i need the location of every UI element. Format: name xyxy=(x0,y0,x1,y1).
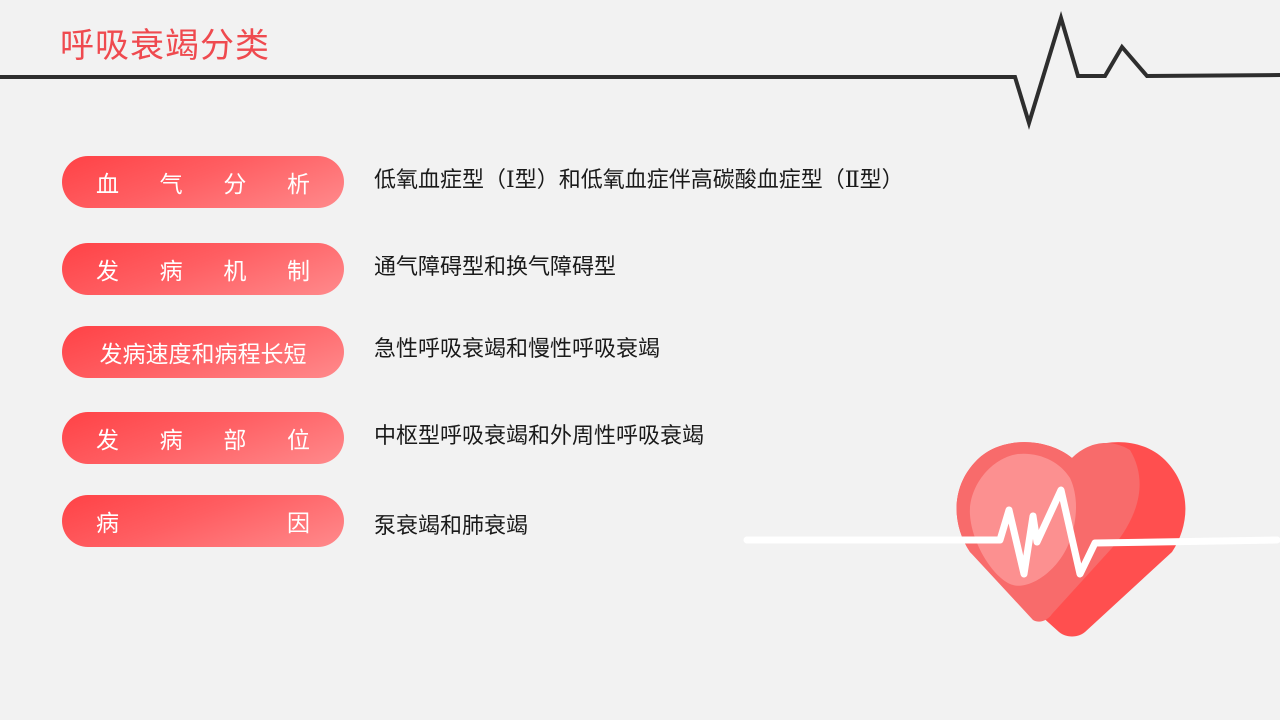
category-pill-location: 发 病 部 位 xyxy=(62,412,344,464)
page-title: 呼吸衰竭分类 xyxy=(60,26,270,66)
category-description: 低氧血症型（Ⅰ型）和低氧血症伴高碳酸血症型（Ⅱ型） xyxy=(374,168,904,193)
category-description: 泵衰竭和肺衰竭 xyxy=(374,514,529,539)
category-description: 通气障碍型和换气障碍型 xyxy=(374,255,617,280)
pill-char: 部 xyxy=(223,428,247,454)
pill-char: 气 xyxy=(159,172,183,198)
pill-char: 病 xyxy=(96,511,119,537)
category-pill-blood-gas: 血 气 分 析 xyxy=(62,156,344,208)
category-description: 急性呼吸衰竭和慢性呼吸衰竭 xyxy=(374,337,661,362)
heart-with-ecg-icon xyxy=(743,442,1280,637)
category-pill-mechanism: 发 病 机 制 xyxy=(62,243,344,295)
pill-char: 机 xyxy=(223,259,247,285)
pill-label: 发病速度和病程长短 xyxy=(99,342,307,368)
pill-char: 血 xyxy=(96,172,119,198)
category-pill-cause: 病 因 xyxy=(62,495,344,547)
pill-char: 分 xyxy=(223,172,247,198)
pill-char: 发 xyxy=(96,428,119,454)
pill-char: 发 xyxy=(96,259,119,285)
pill-char: 位 xyxy=(286,428,310,454)
category-description: 中枢型呼吸衰竭和外周性呼吸衰竭 xyxy=(374,424,705,449)
ecg-heartbeat-line-icon xyxy=(0,11,1280,130)
pill-char: 病 xyxy=(159,259,183,285)
pill-char: 析 xyxy=(286,172,310,198)
category-pill-onset-speed: 发病速度和病程长短 xyxy=(62,326,344,378)
pill-char: 病 xyxy=(159,428,183,454)
pill-char: 因 xyxy=(287,511,310,537)
pill-char: 制 xyxy=(286,259,310,285)
